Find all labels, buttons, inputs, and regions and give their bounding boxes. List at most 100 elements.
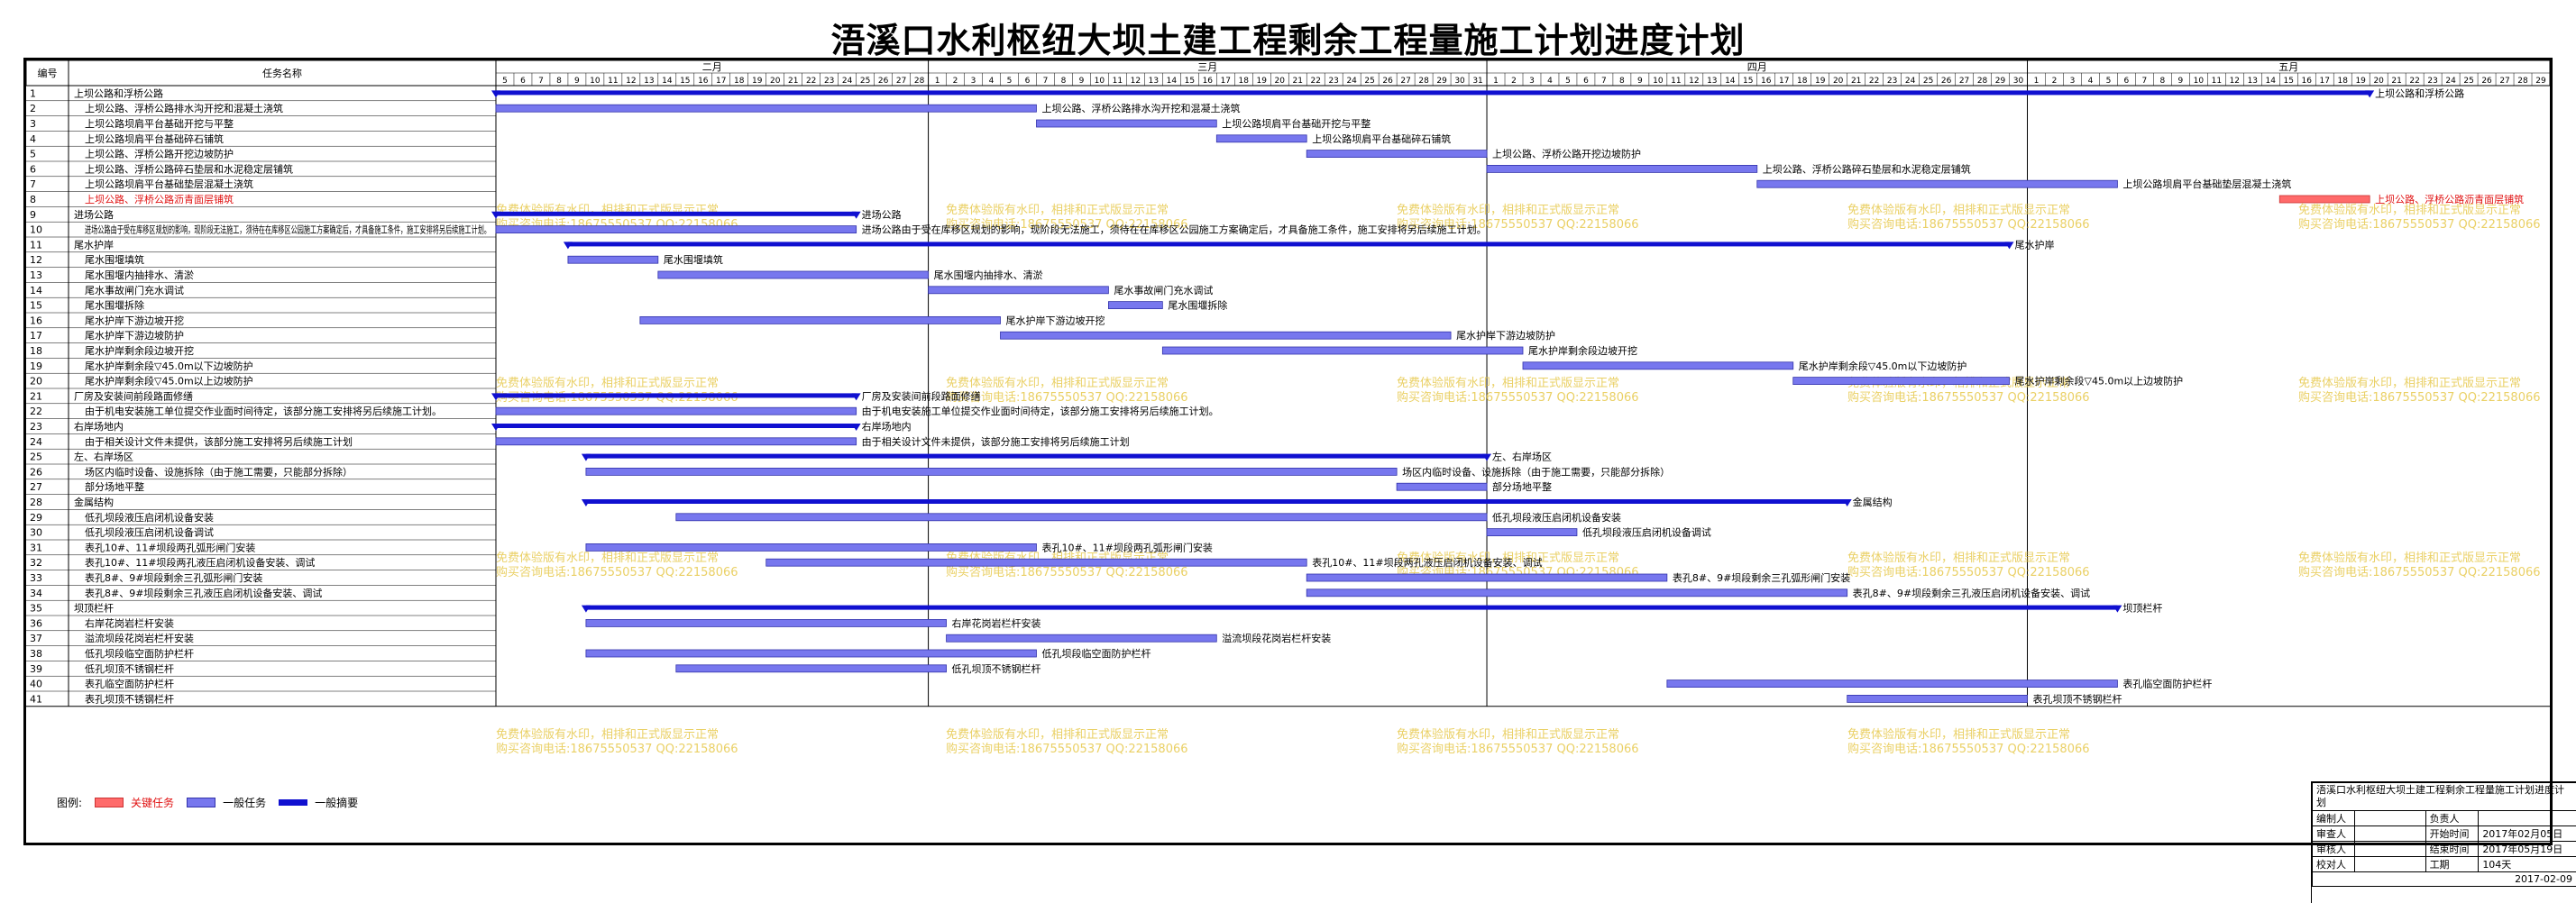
day-label: 19 <box>752 77 763 86</box>
task-name: 进场公路 <box>74 208 114 221</box>
watermark-line1: 免费体验版有水印，相排和正式版显示正常 <box>496 376 719 390</box>
task-name: 上坝公路、浮桥公路开挖边坡防护 <box>85 148 234 160</box>
day-label: 16 <box>1761 77 1772 86</box>
task-bar-label: 金属结构 <box>1853 496 1893 508</box>
task-bar <box>676 514 1487 521</box>
task-bar-label: 低孔坝段液压启闭机设备调试 <box>1582 526 1711 539</box>
task-bar-label: 尾水护岸下游边坡防护 <box>1456 329 1555 342</box>
task-bar <box>1757 180 2118 187</box>
watermark-line1: 免费体验版有水印，相排和正式版显示正常 <box>1847 551 2070 565</box>
header-name: 任务名称 <box>262 67 302 79</box>
day-label: 22 <box>1869 77 1879 86</box>
task-bar-label: 右岸场地内 <box>862 420 912 433</box>
month-label: 四月 <box>1747 61 1767 73</box>
task-name: 表孔坝顶不锈钢栏杆 <box>85 692 174 705</box>
task-bar-label: 部分场地平整 <box>1492 480 1552 493</box>
day-label: 26 <box>878 77 889 86</box>
task-name: 尾水护岸剩余段边坡开挖 <box>85 344 194 357</box>
task-name: 低孔坝段临空面防护栏杆 <box>85 647 194 660</box>
task-name: 尾水护岸下游边坡防护 <box>85 329 184 342</box>
summary-bar <box>586 499 1847 504</box>
day-label: 11 <box>2212 77 2222 86</box>
task-name: 表孔8#、9#坝段剩余三孔液压启闭机设备安装、调试 <box>85 587 322 599</box>
task-bar-label: 上坝公路、浮桥公路排水沟开挖和混凝土浇筑 <box>1041 102 1240 114</box>
day-label: 13 <box>2248 77 2258 86</box>
info-key: 工期 <box>2425 857 2479 872</box>
day-label: 23 <box>1887 77 1897 86</box>
day-label: 4 <box>2088 77 2094 86</box>
day-label: 5 <box>2106 77 2112 86</box>
task-bar <box>1847 695 2028 702</box>
day-label: 25 <box>860 77 870 86</box>
task-bar-label: 左、右岸场区 <box>1492 451 1552 463</box>
task-name: 由于相关设计文件未提供，该部分施工安排将另后续施工计划 <box>85 435 353 448</box>
task-bar <box>1001 332 1452 339</box>
watermark-line1: 免费体验版有水印，相排和正式版显示正常 <box>2298 376 2521 390</box>
day-label: 9 <box>2177 77 2183 86</box>
task-bar-label: 表孔临空面防护栏杆 <box>2122 678 2212 690</box>
task-name: 尾水事故闸门充水调试 <box>85 284 184 296</box>
task-bar-label: 场区内临时设备、设施拆除（由于施工需要，只能部分拆除） <box>1402 465 1670 478</box>
watermark-line2: 购买咨询电话:18675550537 QQ:22158066 <box>2298 565 2541 579</box>
task-bar <box>568 256 658 263</box>
task-name: 上坝公路、浮桥公路沥青面层铺筑 <box>85 193 234 205</box>
day-label: 6 <box>2124 77 2130 86</box>
month-label: 五月 <box>2278 61 2298 73</box>
task-bar-label: 由于相关设计文件未提供，该部分施工安排将另后续施工计划 <box>862 435 1130 448</box>
task-name: 上坝公路坝肩平台基础开挖与平整 <box>85 117 234 130</box>
watermark-line1: 免费体验版有水印，相排和正式版显示正常 <box>496 551 719 565</box>
task-name: 进场公路由于受在库移区规划的影响，现阶段无法施工，须待在在库移区公园施工方案确定… <box>85 223 490 236</box>
task-bar <box>1487 165 1757 172</box>
task-bar-label: 尾水围堰填筑 <box>664 253 723 266</box>
summary-bar <box>496 212 857 216</box>
task-bar <box>1162 347 1523 354</box>
task-bar <box>676 665 947 672</box>
task-bar-label: 进场公路由于受在库移区规划的影响，现阶段无法施工，须待在在库移区公园施工方案确定… <box>862 223 1487 236</box>
task-number: 23 <box>30 421 42 433</box>
day-label: 3 <box>2070 77 2076 86</box>
day-label: 20 <box>1275 77 1286 86</box>
summary-bar <box>586 454 1487 459</box>
day-label: 2 <box>1511 77 1517 86</box>
info-key: 开始时间 <box>2425 826 2479 842</box>
task-name: 右岸花岗岩栏杆安装 <box>85 616 174 629</box>
watermark-line2: 购买咨询电话:18675550537 QQ:22158066 <box>1397 390 1639 405</box>
day-label: 26 <box>1941 77 1952 86</box>
task-name: 尾水护岸下游边坡开挖 <box>85 314 184 326</box>
task-bar-label: 溢流坝段花岗岩栏杆安装 <box>1222 632 1331 644</box>
task-bar-label: 表孔8#、9#坝段剩余三孔弧形闸门安装 <box>1673 571 1850 584</box>
day-label: 19 <box>2355 77 2366 86</box>
day-label: 6 <box>1025 77 1031 86</box>
day-label: 30 <box>1454 77 1465 86</box>
day-label: 14 <box>1167 77 1178 86</box>
day-label: 10 <box>2194 77 2205 86</box>
day-label: 1 <box>935 77 940 86</box>
info-val: 2017年02月05日 <box>2479 826 2576 842</box>
watermark-line2: 购买咨询电话:18675550537 QQ:22158066 <box>496 565 738 579</box>
day-label: 23 <box>2427 77 2437 86</box>
info-val <box>2354 811 2425 826</box>
info-key: 审查人 <box>2313 826 2355 842</box>
info-key: 负责人 <box>2425 811 2479 826</box>
day-label: 15 <box>1185 77 1195 86</box>
task-bar-label: 上坝公路坝肩平台基础开挖与平整 <box>1222 117 1371 130</box>
task-number: 41 <box>30 693 42 705</box>
task-number: 8 <box>30 194 36 205</box>
task-bar <box>2279 196 2370 203</box>
task-bar <box>1306 150 1487 158</box>
watermark-line2: 购买咨询电话:18675550537 QQ:22158066 <box>1847 390 2090 405</box>
task-number: 39 <box>30 663 42 675</box>
summary-bar <box>496 424 857 428</box>
legend: 图例: 关键任务 一般任务 一般摘要 <box>57 792 358 812</box>
day-label: 13 <box>1149 77 1159 86</box>
task-number: 34 <box>30 588 42 599</box>
task-name: 溢流坝段花岗岩栏杆安装 <box>85 632 194 644</box>
watermark-line2: 购买咨询电话:18675550537 QQ:22158066 <box>2298 390 2541 405</box>
info-val: 2017年05月19日 <box>2479 842 2576 857</box>
day-label: 18 <box>1239 77 1250 86</box>
task-number: 38 <box>30 648 42 660</box>
day-label: 30 <box>2013 77 2024 86</box>
task-number: 6 <box>30 163 36 175</box>
task-number: 12 <box>30 254 42 266</box>
